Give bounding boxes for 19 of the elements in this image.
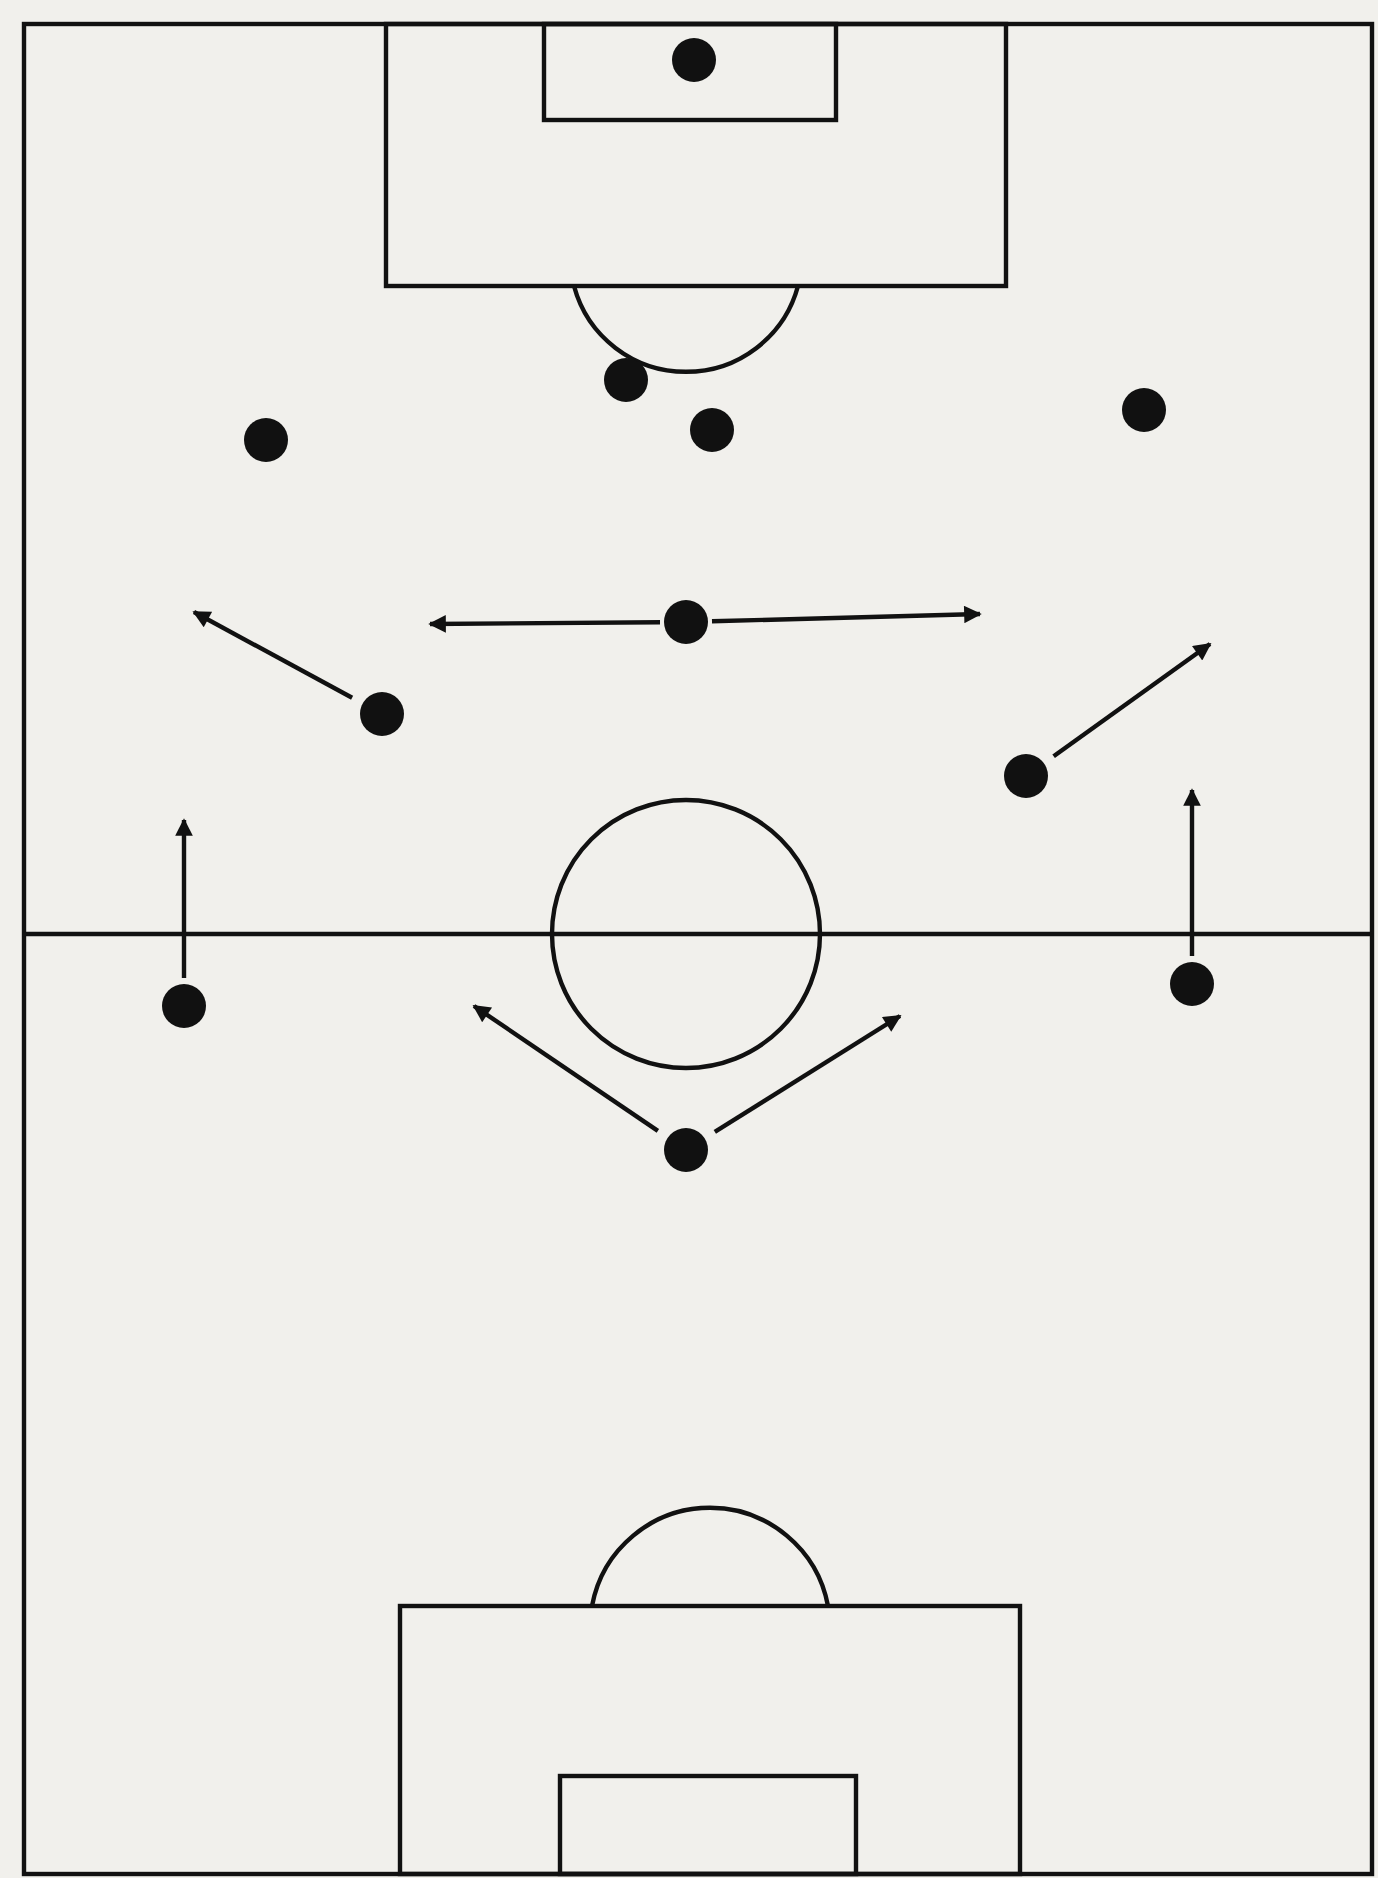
player-dot <box>244 418 288 462</box>
arrow <box>713 1014 902 1134</box>
player-dot <box>664 1128 708 1172</box>
player-dot <box>1004 754 1048 798</box>
arrow <box>175 818 193 978</box>
player-dot <box>672 38 716 82</box>
player-dot <box>690 408 734 452</box>
arrow <box>1052 642 1212 758</box>
player-dot <box>664 600 708 644</box>
arrow <box>711 605 982 624</box>
player-dot <box>1122 388 1166 432</box>
arrow <box>428 615 661 633</box>
arrow <box>1183 788 1201 956</box>
arrow <box>472 1004 660 1133</box>
player-dot <box>360 692 404 736</box>
player-dot <box>1170 962 1214 1006</box>
arrow <box>192 610 354 700</box>
player-dot <box>604 358 648 402</box>
player-dot <box>162 984 206 1028</box>
